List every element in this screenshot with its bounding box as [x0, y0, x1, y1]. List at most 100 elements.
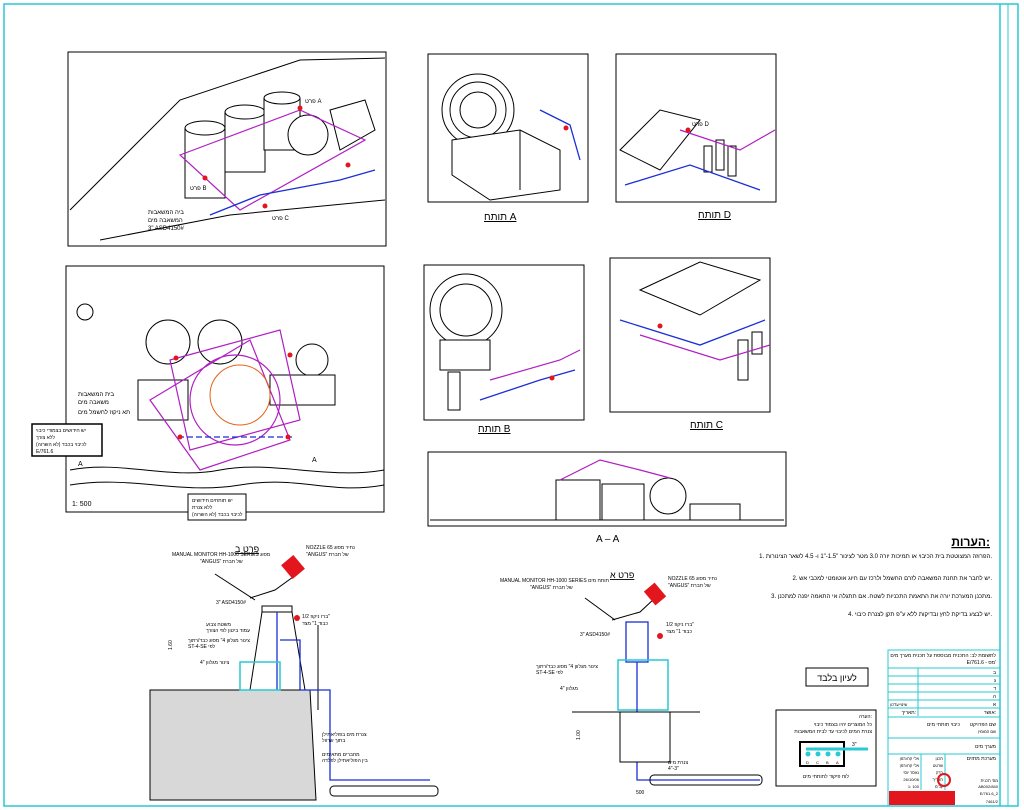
cannon-a-title: תותח A [484, 212, 517, 223]
svg-text:תאריך:: תאריך: [901, 710, 916, 716]
cannon-d-title: תותח D [698, 210, 731, 221]
svg-text:1.60: 1.60 [168, 640, 174, 650]
svg-text:ללא צנרת: ללא צנרת [192, 504, 213, 511]
plan-note-left: יש חידושים בצמודי כיבוי ללא צורך לכיבוי … [31, 423, 103, 457]
svg-text:שרטט: שרטט [933, 763, 943, 768]
svg-text:NOZZLE 65 נחיר מסוג: NOZZLE 65 נחיר מסוג [668, 576, 717, 582]
svg-text:500: 500 [636, 790, 645, 796]
cannon-b-title: תותח B [478, 424, 511, 435]
svg-text:מערכת מתזים: מערכת מתזים [967, 756, 997, 762]
svg-text:A: A [836, 760, 839, 765]
svg-text:מערך מים: מערך מים [975, 744, 996, 750]
section-a-a-view [427, 451, 787, 527]
svg-text:ד: ד [993, 686, 996, 692]
svg-text:E/761.6 - מס': E/761.6 - מס' [967, 660, 996, 666]
svg-text:עמוד ביטון לפי הצורך: עמוד ביטון לפי הצורך [206, 627, 250, 634]
svg-text:משטח צבוע: משטח צבוע [206, 622, 231, 628]
svg-text:צנרת המים לכיבוי עד לבית המשאב: צנרת המים לכיבוי עד לבית המשאבות [794, 728, 872, 735]
svg-text:4"-3": 4"-3" [668, 766, 679, 772]
svg-text:1.00: 1.00 [576, 730, 582, 740]
cannon-c-title: תותח C [690, 420, 723, 431]
svg-text:3" ASD4150#: 3" ASD4150# [580, 632, 610, 638]
svg-text:ג: ג [994, 678, 996, 684]
svg-text:כבוד 1" מצד: כבוד 1" מצד [666, 629, 692, 635]
svg-text:לכיבוי בכבד (לא השרוה): לכיבוי בכבד (לא השרוה) [192, 511, 243, 518]
svg-text:ה: ה [993, 694, 996, 700]
svg-text:צינור מגלוון 4" מסוג כבד/רתוך: צינור מגלוון 4" מסוג כבד/רתוך [536, 663, 598, 670]
svg-text:א: א [993, 702, 997, 708]
svg-text:D: D [806, 760, 809, 765]
note-item: 3. מתכנן המערכת יורה את התאמת התכניות לש… [771, 592, 992, 600]
svg-text:"ANGUS" של חברת: "ANGUS" של חברת [200, 558, 243, 565]
cannon-d-view: פרט D [615, 53, 777, 203]
section-title: A – A [596, 534, 620, 545]
title-block: לתשומת לב: התכנית מבוססת על תכנית מערך מ… [887, 649, 1001, 807]
svg-text:MANUAL MONITOR HH-1000 SERIES: MANUAL MONITOR HH-1000 SERIES מסוג [172, 552, 271, 558]
site-label: המשאבה מים [148, 218, 183, 224]
svg-text:ברז ניקוז 1/2": ברז ניקוז 1/2" [666, 622, 694, 628]
notes-title: הערות: [951, 535, 990, 549]
plan-label: בית המשאבות [78, 392, 115, 398]
note-item: 4. יש לבצע בדיקת לחץ ובדיקות ללא ע"פ תקן… [848, 610, 992, 618]
svg-text:E/761.6: E/761.6 [36, 449, 53, 455]
svg-text:אושר:: אושר: [984, 710, 996, 716]
svg-text:AB002/840: AB002/840 [978, 784, 999, 789]
svg-text:כל המוצרים יהיו בצמוד כיבוי: כל המוצרים יהיו בצמוד כיבוי [814, 721, 873, 728]
svg-text:יש תותחים חידושים: יש תותחים חידושים [192, 498, 233, 504]
svg-text:ב: ב [993, 670, 996, 676]
svg-text:E/761.6_2: E/761.6_2 [980, 791, 999, 796]
svg-text:3" ASD4150#: 3" ASD4150# [216, 600, 246, 606]
site-plan-view: A A 1: 500 בית המשאבות משאבה מים תא ניקו… [65, 265, 385, 513]
svg-text:צנרת מים בפוליאתילן: צנרת מים בפוליאתילן [322, 731, 367, 738]
section-mark: A [78, 461, 83, 468]
svg-text:ברז ניקוז 1/2": ברז ניקוז 1/2" [302, 614, 330, 620]
svg-text:"ANGUS" של חברת: "ANGUS" של חברת [530, 584, 573, 591]
svg-text:לוח פיקוד לתותחי מים: לוח פיקוד לתותחי מים [803, 773, 849, 780]
svg-text:צנרת מים: צנרת מים [668, 760, 688, 766]
svg-text:בין הפוליאתילן לפלדה: בין הפוליאתילן לפלדה [322, 757, 368, 764]
section-mark: A [312, 457, 317, 464]
svg-text:מס' תכנית: מס' תכנית [981, 778, 999, 783]
notes-section: הערות: 1. הפרוזה המצוטטת בית הכיבוי או ת… [759, 535, 992, 618]
svg-text:קנ"מ: קנ"מ [935, 784, 944, 789]
cannon-c-view [609, 257, 771, 413]
svg-text:שם המזמין: שם המזמין [978, 729, 996, 734]
review-only-stamp [805, 667, 869, 687]
svg-text:לכיבוי בכבד (לא השרוה): לכיבוי בכבד (לא השרוה) [36, 441, 87, 448]
svg-text:לתשומת לב: התכנית מבוססת על תכ: לתשומת לב: התכנית מבוססת על תכנית מערך מ… [890, 652, 996, 659]
svg-text:בדק: בדק [936, 770, 944, 775]
svg-text:ללא צורך: ללא צורך [36, 434, 55, 441]
svg-text:26/10/06: 26/10/06 [903, 777, 919, 782]
north-arrow-icon [76, 303, 94, 321]
note-item: 1. הפרוזה המצוטטת בית הכיבוי או תמיכות י… [759, 552, 992, 560]
svg-text:4" צינור מגלוון: 4" צינור מגלוון [200, 659, 230, 666]
svg-text:בתוך שרוול: בתוך שרוול [322, 737, 345, 744]
svg-text:כיבוי תותחי מים: כיבוי תותחי מים [927, 722, 960, 728]
detail-b: פרט ב MANUAL MONITOR HH-1000 SERIES מסוג… [149, 544, 439, 801]
svg-text:אלי קרוזרמן: אלי קרוזרמן [900, 756, 920, 761]
company-logo [889, 791, 955, 805]
svg-text:7461/2: 7461/2 [986, 799, 999, 804]
svg-text:נאסר יוסי: נאסר יוסי [903, 770, 919, 775]
plan-label: משאבה מים [78, 400, 109, 406]
note-item: 2. יש לחבר את תחנת המשאבה לזרם החשמל ולר… [793, 574, 993, 582]
svg-text:שם הפרויקט: שם הפרויקט [970, 722, 996, 728]
label-detail-c: פרט C [272, 216, 289, 222]
label-detail-d: פרט D [692, 122, 709, 128]
svg-text:תכנן: תכנן [936, 756, 944, 761]
svg-text:C: C [816, 760, 819, 765]
svg-text:ST-4-SE לפי: ST-4-SE לפי [536, 669, 564, 676]
svg-text:B: B [826, 760, 829, 765]
svg-text:"ANGUS" של חברת: "ANGUS" של חברת [306, 551, 349, 558]
plan-note-bottom: יש תותחים חידושים ללא צנרת לכיבוי בכבד (… [187, 493, 247, 521]
svg-text:אלי קרוזרמן: אלי קרוזרמן [900, 763, 920, 768]
site-label: 3" ASD4150# [148, 226, 184, 232]
company-seal-icon [937, 773, 951, 787]
svg-text:MANUAL MONITOR HH-1000 SERIES: MANUAL MONITOR HH-1000 SERIES תותח מים [500, 578, 610, 584]
sheet-frame [3, 3, 1019, 807]
detail-b-title: פרט ב [235, 544, 259, 554]
review-only-text: לעיון בלבד [817, 673, 857, 683]
svg-text:צינור מגלוון 4" מסוג כבד/רתוך: צינור מגלוון 4" מסוג כבד/רתוך [188, 637, 250, 644]
svg-text:הערה:: הערה: [859, 714, 872, 720]
